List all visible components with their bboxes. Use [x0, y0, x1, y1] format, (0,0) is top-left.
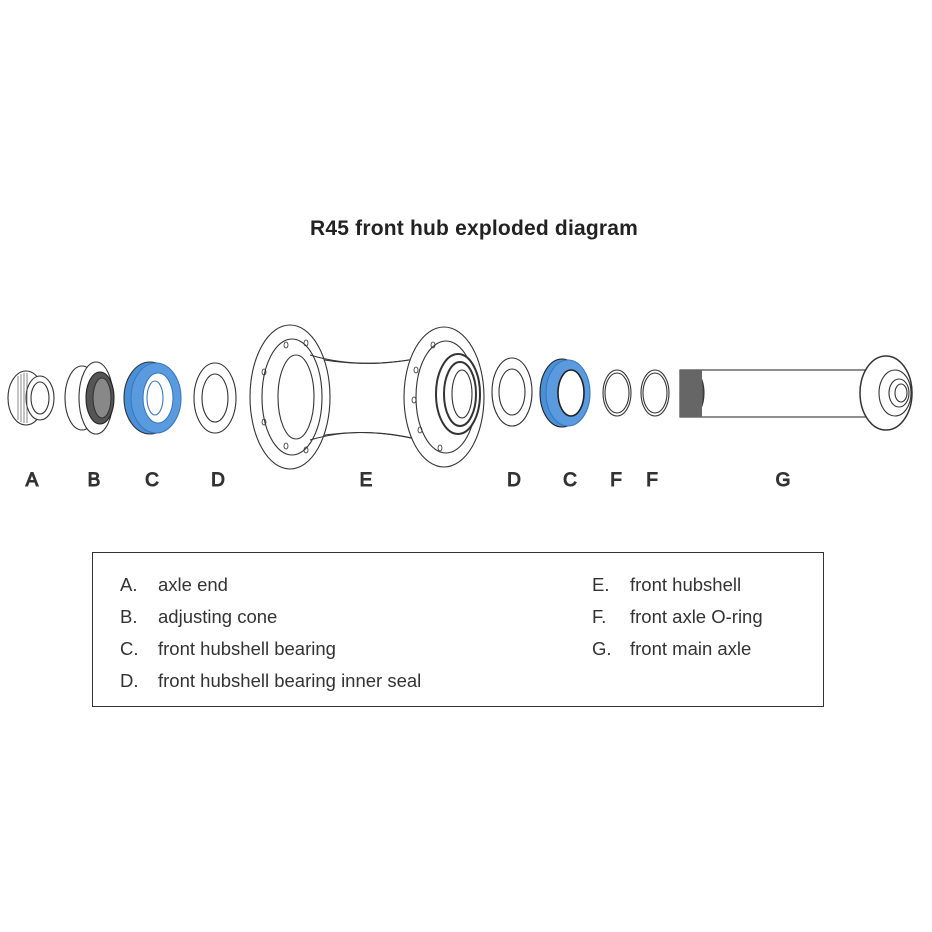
legend-item: A.axle end	[120, 574, 228, 595]
part-f-oring-2	[640, 369, 670, 417]
diagram-title: R45 front hub exploded diagram	[309, 217, 639, 240]
part-g-main-axle	[679, 355, 913, 431]
part-label: D	[211, 470, 225, 491]
legend-item: D.front hubshell bearing inner seal	[120, 670, 422, 691]
part-d-seal-right	[491, 357, 533, 427]
legend-item: F.front axle O-ring	[592, 606, 763, 627]
part-c-bearing-left	[123, 361, 182, 435]
part-f-oring-1	[602, 369, 632, 417]
legend-item: C.front hubshell bearing	[120, 638, 336, 659]
part-d-seal-left	[193, 362, 237, 434]
legend-item: G.front main axle	[592, 638, 752, 659]
part-label: C	[563, 470, 577, 491]
part-c-bearing-right	[539, 358, 591, 428]
part-label: B	[88, 470, 101, 491]
part-label: E	[360, 470, 373, 491]
part-label: G	[776, 470, 791, 491]
parts-legend: A.axle end B.adjusting cone C.front hubs…	[92, 552, 824, 707]
part-label: A	[26, 470, 39, 491]
part-label: D	[507, 470, 521, 491]
part-label: F	[610, 470, 622, 491]
part-label: C	[145, 470, 159, 491]
legend-item: B.adjusting cone	[120, 606, 278, 627]
part-a-axle-end	[7, 370, 55, 426]
exploded-diagram: A B C D E D C F F G	[7, 324, 913, 492]
legend-item: E.front hubshell	[592, 574, 742, 595]
part-label: F	[646, 470, 658, 491]
part-e-hubshell	[249, 324, 485, 470]
part-b-adjusting-cone	[64, 361, 115, 435]
